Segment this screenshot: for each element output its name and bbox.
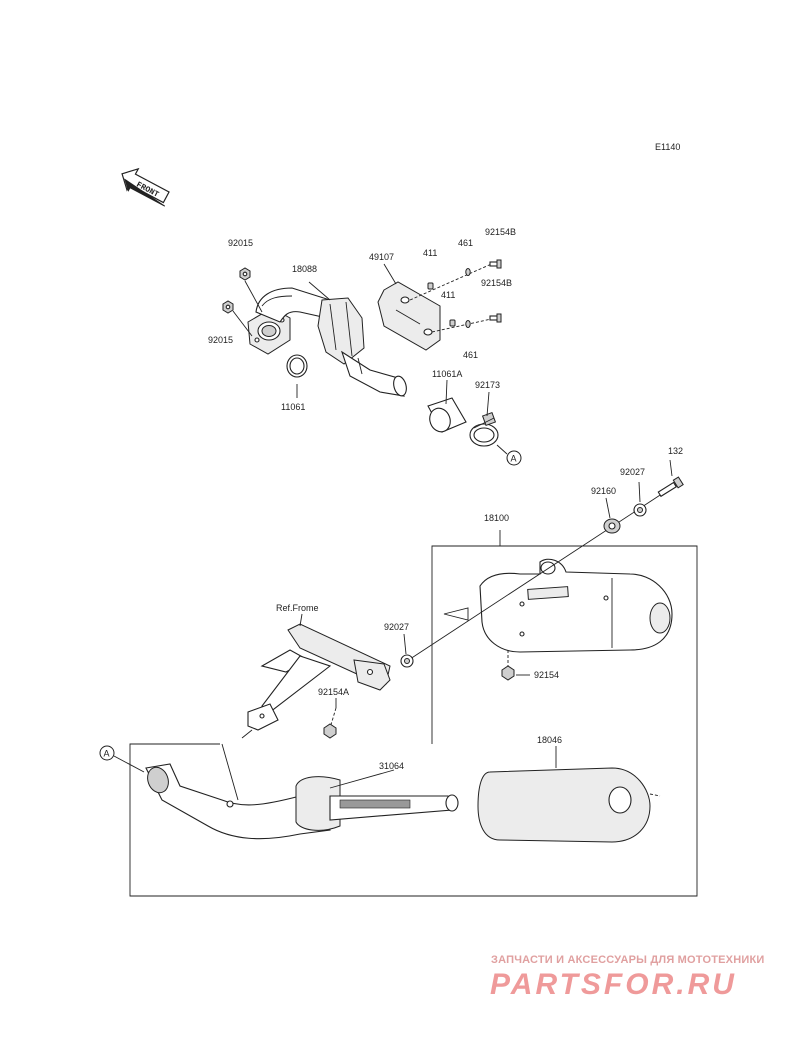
label-11061a: 11061A — [432, 369, 462, 379]
label-18046: 18046 — [537, 735, 562, 745]
label-11061: 11061 — [281, 402, 305, 412]
muffler-18100 — [443, 558, 673, 653]
label-411-top: 411 — [423, 248, 437, 258]
label-411-bottom: 411 — [441, 290, 455, 300]
label-92154b-bottom: 92154B — [481, 278, 512, 288]
bolt-92154b-top — [489, 259, 502, 269]
collar-411-top — [427, 282, 434, 290]
label-92015-left: 92015 — [208, 335, 233, 345]
frame-bracket — [241, 623, 391, 739]
label-92154b-top: 92154B — [485, 227, 516, 237]
label-132: 132 — [668, 446, 683, 456]
label-92154: 92154 — [534, 670, 559, 680]
header-pipe-18088 — [247, 287, 407, 397]
watermark-brand: PARTSFOR.RU — [490, 968, 737, 1001]
clamp-92173 — [469, 411, 499, 447]
washer-461-bottom — [465, 320, 471, 328]
nut-92015-top — [239, 267, 251, 281]
grommet-92160 — [603, 518, 621, 534]
label-92027-bottom: 92027 — [384, 622, 409, 632]
label-461-top: 461 — [458, 238, 473, 248]
washer-92027-top — [633, 503, 647, 517]
label-92173: 92173 — [475, 380, 500, 390]
label-461-bottom: 461 — [463, 350, 478, 360]
label-18088: 18088 — [292, 264, 317, 274]
gasket-11061 — [286, 354, 308, 378]
watermark-tagline: ЗАПЧАСТИ И АКСЕССУАРЫ ДЛЯ МОТОТЕХНИКИ — [491, 954, 764, 966]
nut-92015-left — [222, 300, 234, 314]
ref-marker-a-bottom: A — [104, 749, 110, 759]
ref-marker-a-top: A — [511, 454, 517, 464]
heat-guard-49107 — [377, 281, 441, 351]
bolt-92154 — [501, 650, 515, 681]
label-92160: 92160 — [591, 486, 616, 496]
washer-461-top — [465, 268, 471, 276]
ref-frame-label: Ref.Frome — [276, 603, 319, 613]
diagram-code: E1140 — [655, 142, 680, 152]
label-49107: 49107 — [369, 252, 394, 262]
label-18100: 18100 — [484, 513, 509, 523]
label-31064: 31064 — [379, 761, 404, 771]
sleeve-11061a — [427, 397, 467, 433]
muffler-packing-18046 — [477, 767, 661, 843]
inner-pipe-31064 — [145, 743, 459, 840]
bolt-132 — [657, 476, 684, 498]
front-arrow-icon: FRONT — [121, 167, 170, 207]
label-92154a: 92154A — [318, 687, 349, 697]
bolt-92154b-bottom — [489, 313, 502, 323]
collar-411-bottom — [449, 319, 456, 327]
washer-92027-bottom — [400, 654, 414, 668]
bolt-92154a — [323, 707, 337, 739]
label-92027-top: 92027 — [620, 467, 645, 477]
label-92015-top: 92015 — [228, 238, 253, 248]
